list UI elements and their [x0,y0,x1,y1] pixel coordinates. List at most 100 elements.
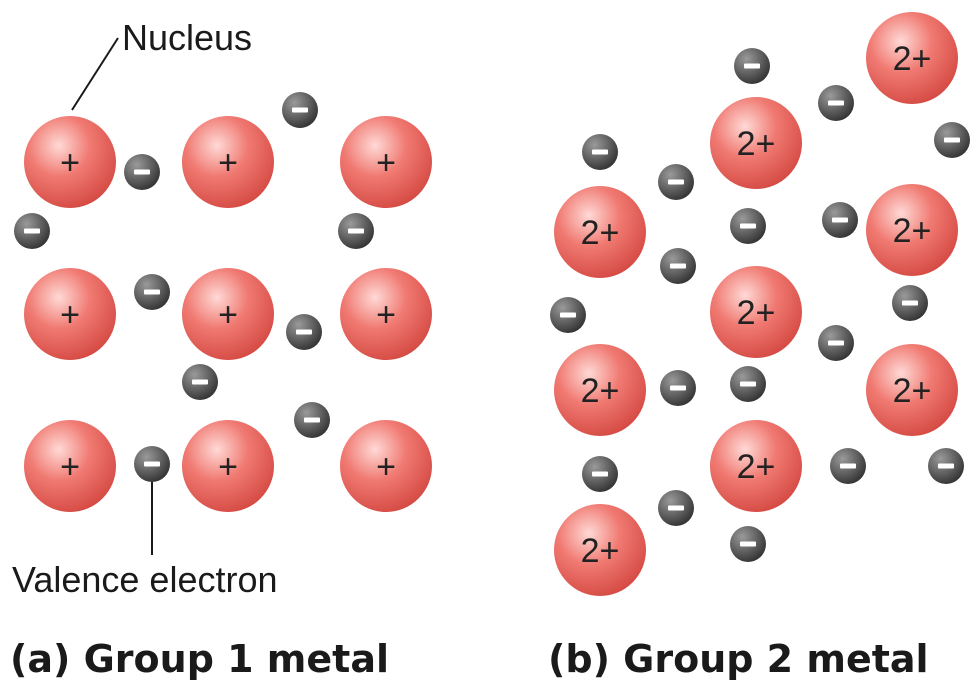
panel-a-valence-electron [14,213,50,249]
panel-b-nucleus-sphere [866,344,958,436]
panel-a-nucleus-sphere [340,116,432,208]
panel-a-electron-minus-sign [348,228,364,234]
panel-b-nucleus-charge: 2+ [737,448,776,486]
panel-b-nucleus-charge: 2+ [893,40,932,78]
panel-a-nucleus: + [340,420,432,512]
panel-b-valence-electron [892,285,928,321]
panel-a-valence-electron [286,314,322,350]
panel-b-electron-minus-sign [832,217,848,223]
panel-a-nucleus-sphere [182,420,274,512]
panel-a-nucleus-sphere [182,268,274,360]
panel-b-valence-electron [550,297,586,333]
panel-b-valence-electron [582,134,618,170]
panel-a-nucleus: + [340,116,432,208]
panel-b-valence-electron [818,85,854,121]
panel-a-nucleus-sphere [340,420,432,512]
panel-b-electron-minus-sign [828,340,844,346]
panel-a-valence-electron [182,364,218,400]
panel-b-valence-electron [822,202,858,238]
panel-b-electron-minus-sign [744,63,760,69]
panel-b-valence-electron [830,448,866,484]
panel-b-valence-electron [734,48,770,84]
panel-b-nucleus-sphere [710,420,802,512]
panel-b-electron-minus-sign [740,223,756,229]
panel-a-nucleus-charge: + [60,296,80,334]
panel-a-nucleus-charge: + [218,448,238,486]
valence-electron-label: Valence electron [12,559,278,600]
panel-a-nucleus-charge: + [218,144,238,182]
panel-b-electron-minus-sign [740,381,756,387]
nucleus-label: Nucleus [122,17,252,58]
panel-b-nucleus-sphere [710,266,802,358]
panel-b-electron-minus-sign [828,100,844,106]
panel-a-nucleus: + [182,116,274,208]
panel-b-nucleus-charge: 2+ [581,214,620,252]
panel-b-electron-minus-sign [592,471,608,477]
panel-b-electron-minus-sign [668,179,684,185]
panel-a-nucleus: + [24,116,116,208]
panel-b-valence-electron [660,248,696,284]
panel-a-electron-minus-sign [144,289,160,295]
panel-a-nucleus-charge: + [60,144,80,182]
panel-b-nucleus-sphere [866,184,958,276]
panel-a-nucleus-sphere [24,420,116,512]
panel-a-nucleus-charge: + [376,144,396,182]
panel-b-electron-minus-sign [560,312,576,318]
panel-b-nucleus-charge: 2+ [737,125,776,163]
panel-b-nucleus-sphere [554,344,646,436]
panel-b-valence-electron [730,526,766,562]
panel-a-nucleus-charge: + [60,448,80,486]
nucleus-callout: Nucleus [71,17,252,111]
panel-a-nucleus: + [24,420,116,512]
panel-b-nucleus: 2+ [710,420,802,512]
panel-a-nucleus-charge: + [376,296,396,334]
panel-b-valence-electron [934,122,970,158]
panel-b-valence-electron [660,370,696,406]
panel-b-electron-minus-sign [944,137,960,143]
panel-a-electron-minus-sign [134,169,150,175]
panel-a-valence-electron [124,154,160,190]
panel-b-electron-minus-sign [670,263,686,269]
panel-b-nucleus-charge: 2+ [581,532,620,570]
panel-b-group-2-metal: 2+ 2+ 2+ 2+ 2+ 2+ 2+ 2+ 2+ [550,12,970,596]
panel-b-nucleus-charge: 2+ [737,294,776,332]
panel-b-nucleus: 2+ [710,97,802,189]
panel-b-nucleus-charge: 2+ [893,372,932,410]
panel-a-nucleus-sphere [182,116,274,208]
panel-b-caption: (b) Group 2 metal [548,637,929,681]
panel-b-nucleus-charge: 2+ [893,212,932,250]
panel-b-valence-electron [730,366,766,402]
panel-a-electron-minus-sign [24,228,40,234]
panel-b-valence-electron [658,164,694,200]
panel-a-electron-minus-sign [144,461,160,467]
panel-a-caption: (a) Group 1 metal [10,637,389,681]
panel-b-nucleus: 2+ [710,266,802,358]
panel-b-valence-electron [928,448,964,484]
panel-b-nucleus: 2+ [554,504,646,596]
panel-a-nucleus: + [24,268,116,360]
panel-a-group-1-metal: + + + + + + + + + [14,92,432,512]
panel-a-electron-minus-sign [292,107,308,113]
panel-a-nucleus-sphere [340,268,432,360]
panel-b-electron-minus-sign [840,463,856,469]
panel-b-valence-electron [582,456,618,492]
panel-a-nucleus: + [340,268,432,360]
panel-a-nucleus: + [182,420,274,512]
panel-b-valence-electron [818,325,854,361]
panel-a-nucleus-sphere [24,268,116,360]
panel-a-nucleus-charge: + [218,296,238,334]
panel-a-valence-electron [282,92,318,128]
panel-b-electron-minus-sign [902,300,918,306]
panel-a-valence-electron [294,402,330,438]
panel-b-electron-minus-sign [938,463,954,469]
valence-electron-callout: Valence electron [12,482,278,600]
panel-a-valence-electron [134,274,170,310]
panel-a-electron-minus-sign [296,329,312,335]
panel-b-nucleus-charge: 2+ [581,372,620,410]
panel-a-electron-minus-sign [304,417,320,423]
panel-a-nucleus: + [182,268,274,360]
panel-b-electron-minus-sign [592,149,608,155]
panel-a-valence-electron [134,446,170,482]
panel-a-nucleus-sphere [24,116,116,208]
